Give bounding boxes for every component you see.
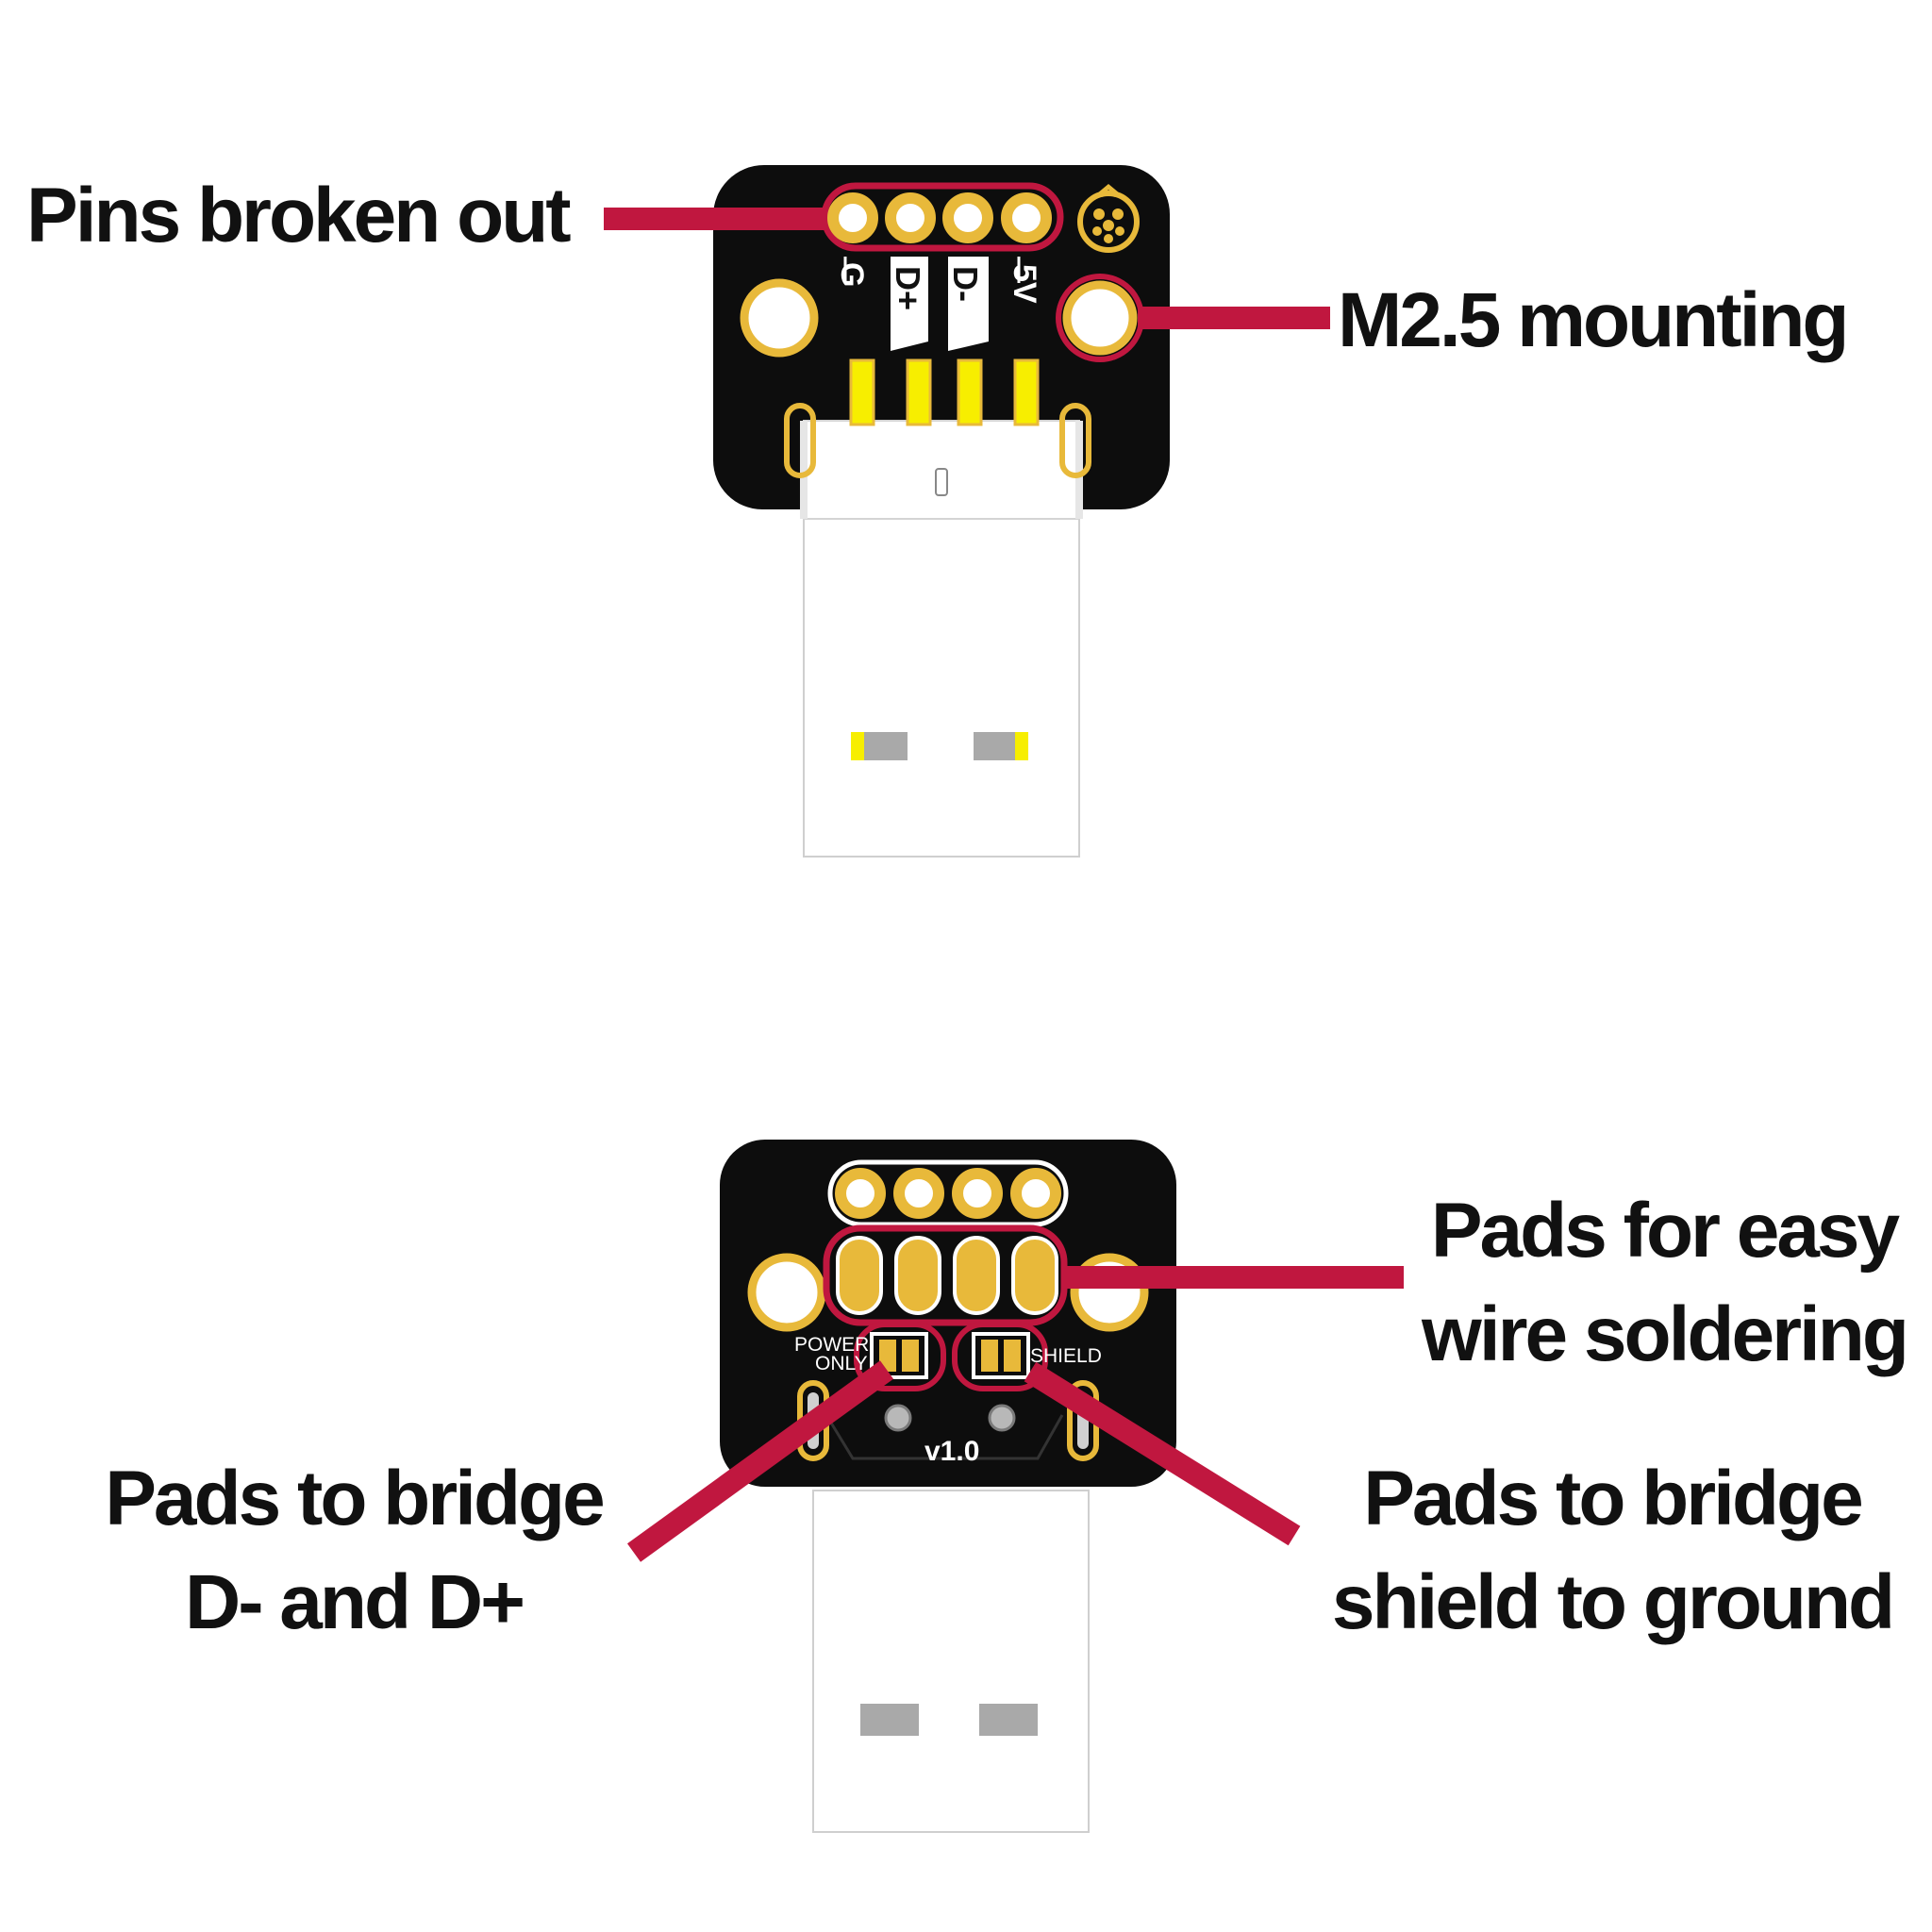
callout-pins-broken-out: Pins broken out: [26, 164, 572, 268]
callout-pads-wire-soldering: Pads for easy wire soldering: [1406, 1179, 1923, 1387]
bottom-shield-label: SHIELD: [1030, 1345, 1102, 1367]
callout-pads-wire-line1: Pads for easy: [1430, 1188, 1900, 1274]
callout-pads-bridge-shield: Pads to bridge shield to ground: [1309, 1447, 1915, 1655]
bottom-usb-plug-body: [812, 1490, 1090, 1833]
bottom-bridge-shield-outline: [952, 1322, 1048, 1391]
bottom-bridge-dminus-dplus-outline: [854, 1322, 946, 1391]
top-shell-tab-left: [784, 403, 816, 478]
callout-m25-mounting-text: M2.5 mounting: [1338, 277, 1850, 363]
bottom-power-only-line1: POWER: [794, 1334, 869, 1356]
callout-pads-wire-line2: wire soldering: [1422, 1291, 1909, 1377]
bottom-power-only-line2: ONLY: [815, 1353, 868, 1374]
callout-line-bridge-shield: [1024, 1361, 1301, 1546]
callout-pads-bridge-d-line2: D- and D+: [185, 1559, 525, 1645]
callout-lines: [604, 208, 1404, 1562]
top-pcb: [713, 165, 1170, 509]
bottom-bridge-pads-left: [870, 1332, 928, 1379]
top-header-pins: [827, 192, 1052, 243]
bottom-usb-window-right: [979, 1704, 1038, 1736]
top-mounting-hole-left: [740, 278, 819, 358]
bottom-header-pins: [835, 1168, 1061, 1219]
bottom-pin-strip-outline: [827, 1159, 1069, 1227]
top-usb-contact-pads: [849, 358, 1040, 426]
callout-line-bridge-d: [626, 1360, 894, 1562]
top-shell-tab-right: [1059, 403, 1091, 478]
bottom-mounting-hole-left: [747, 1253, 826, 1332]
top-usb-shell-hole: [935, 468, 948, 496]
top-board: G D+ D- 5V: [713, 165, 1170, 858]
callout-pads-bridge-shield-line1: Pads to bridge: [1363, 1456, 1864, 1541]
bottom-solder-pads: [836, 1236, 1058, 1315]
callout-pads-bridge-d-line1: Pads to bridge: [105, 1456, 606, 1541]
bottom-usb-window-left: [860, 1704, 919, 1736]
top-pin-label-g: G: [834, 262, 870, 287]
callout-pads-bridge-shield-line2: shield to ground: [1331, 1559, 1895, 1645]
callout-pads-bridge-d: Pads to bridge D- and D+: [85, 1447, 623, 1655]
bottom-bridge-pads-right: [972, 1332, 1030, 1379]
callout-pins-broken-out-text: Pins broken out: [26, 173, 572, 258]
bottom-board: POWER ONLY SHIELD v1.0: [720, 1140, 1176, 1833]
bottom-version-label: v1.0: [924, 1436, 979, 1467]
bottom-via-left: [884, 1404, 912, 1432]
top-pin-label-dplus: D+: [889, 266, 927, 310]
raspberry-logo-icon: [1077, 184, 1140, 253]
top-pin-label-dminus: D-: [946, 266, 985, 302]
top-pin-label-5v: 5V: [1007, 264, 1042, 304]
top-mounting-hole-right: [1062, 280, 1138, 356]
callout-m25-mounting: M2.5 mounting: [1338, 269, 1850, 373]
bottom-via-right: [988, 1404, 1016, 1432]
